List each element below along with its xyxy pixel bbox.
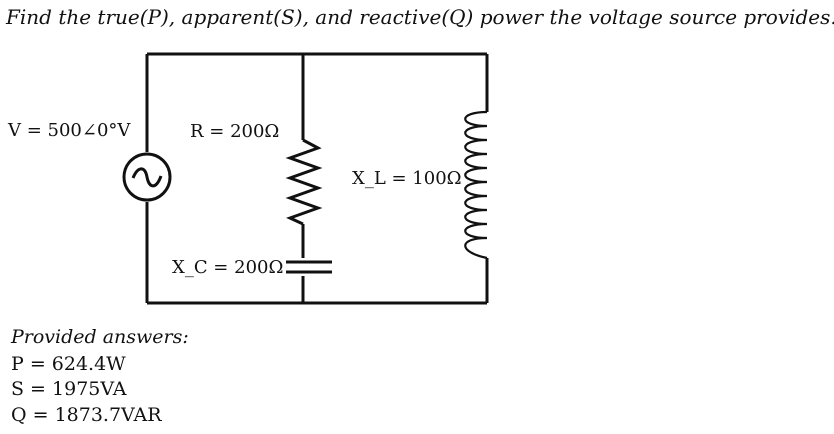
- inductor-label: X_L = 100Ω: [352, 168, 462, 189]
- answer-s: S = 1975VA: [11, 378, 127, 400]
- capacitor-label: X_C = 200Ω: [172, 257, 284, 278]
- answers-heading: Provided answers:: [11, 326, 189, 348]
- resistor-label: R = 200Ω: [190, 121, 280, 142]
- answer-p: P = 624.4W: [11, 353, 126, 375]
- voltage-source-icon: [122, 152, 172, 202]
- resistor-symbol: [285, 138, 323, 226]
- answer-q: Q = 1873.7VAR: [11, 404, 162, 426]
- source-label: V = 500∠0°V: [8, 120, 131, 141]
- inductor-coil: [464, 110, 488, 260]
- question-text: Find the true(P), apparent(S), and react…: [6, 5, 834, 29]
